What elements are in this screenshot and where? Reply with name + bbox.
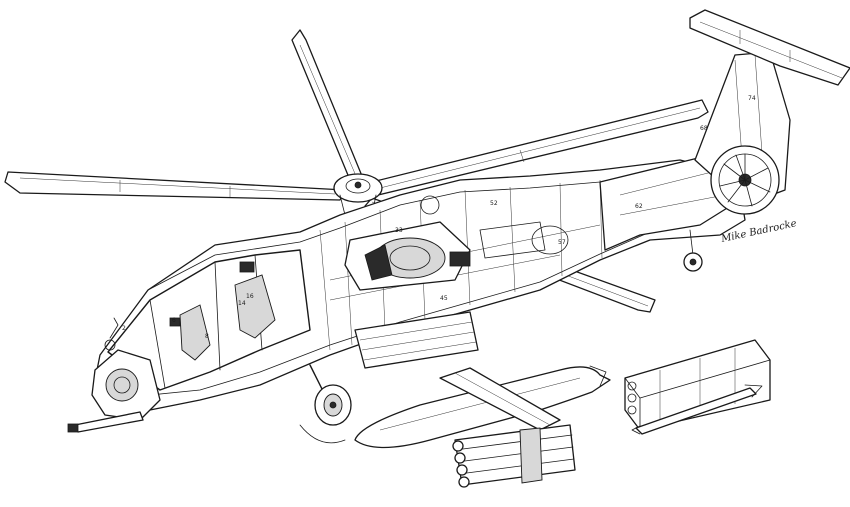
- callout-label: 45: [440, 295, 448, 302]
- external-fuel-tank: [354, 365, 611, 449]
- callout-label: 16: [246, 293, 254, 300]
- main-landing-gear: [299, 364, 352, 444]
- callout-label: 52: [490, 200, 498, 207]
- rear-seat: [234, 274, 276, 339]
- stub-wing: [439, 367, 561, 431]
- fuselage: [67, 9, 850, 444]
- callout-label: 68: [700, 125, 708, 132]
- callout-label: 2: [122, 325, 126, 332]
- fuselage-outline: [94, 159, 746, 411]
- callout-label: 74: [748, 95, 756, 102]
- front-seat: [179, 304, 211, 361]
- callout-label: 8: [205, 333, 209, 340]
- nose-sensor: [91, 317, 161, 421]
- canopy: [107, 249, 311, 391]
- tail-wheel: [683, 229, 703, 272]
- callout-labels: 2 6 8 14 16 33 45 52 57 62 68 74: [122, 95, 756, 340]
- fantail-rotor: [710, 145, 780, 215]
- callout-label: 14: [238, 300, 246, 307]
- rotor-blade-top: [291, 29, 363, 181]
- callout-label: 57: [558, 239, 566, 246]
- callout-label: 6: [172, 317, 176, 324]
- callout-label: 62: [635, 203, 643, 210]
- nose-gun: [67, 411, 144, 433]
- callout-label: 33: [395, 227, 403, 234]
- missile: [631, 384, 763, 435]
- weapons-bay: [354, 311, 479, 369]
- missile-cluster: [452, 424, 576, 488]
- horizontal-stabilizer: [689, 9, 850, 86]
- engine-bay: [344, 195, 569, 291]
